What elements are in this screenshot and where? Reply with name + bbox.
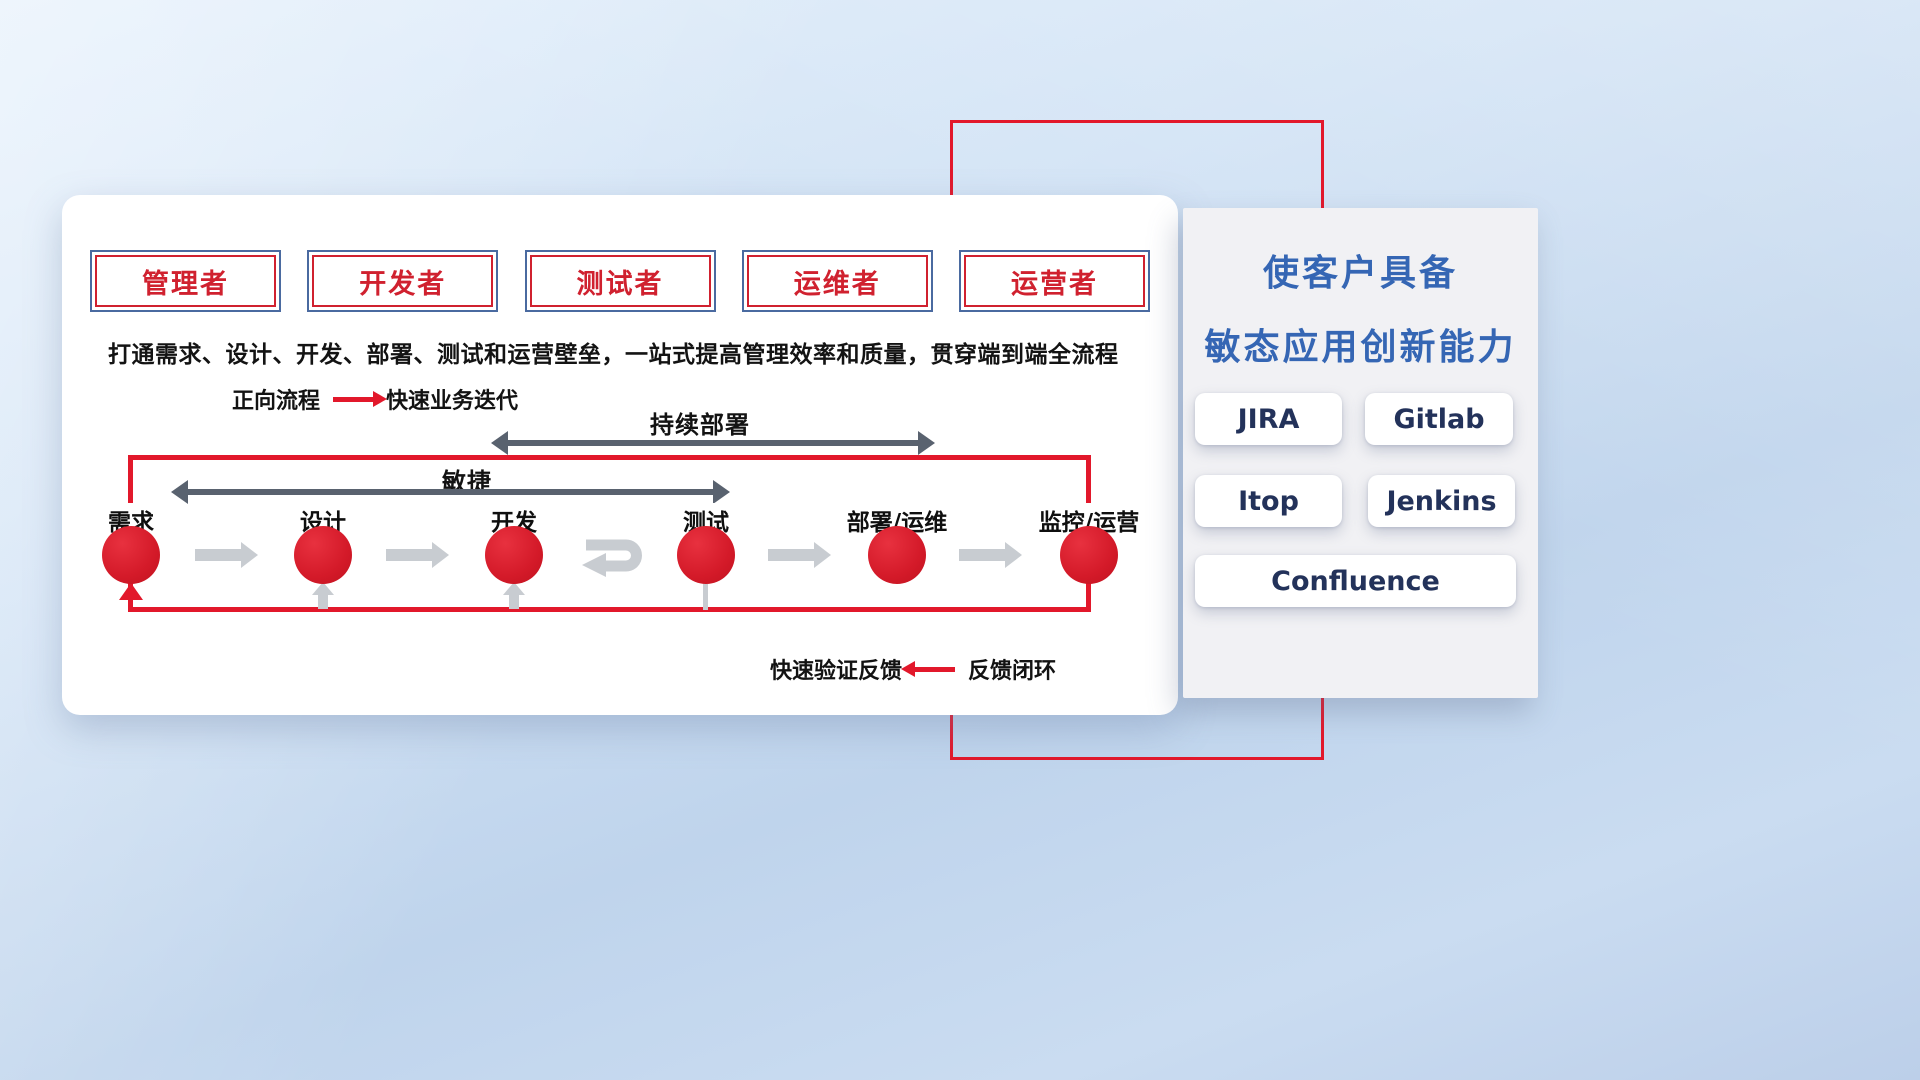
- capability-panel: 使客户具备 敏态应用创新能力 JIRA Gitlab Itop Jenkins …: [1183, 208, 1538, 698]
- roles-row: 管理者 开发者 测试者 运维者 运营者: [90, 250, 1150, 312]
- stage-arrow-icon: [195, 542, 258, 568]
- forward-legend: 正向流程 快速业务迭代: [232, 383, 518, 415]
- stage-dot-development: [485, 526, 543, 584]
- dev-test-loopback-arrow-icon: [574, 532, 654, 582]
- role-box-operator: 运营者: [959, 250, 1150, 312]
- feedback-up-arrow-icon: [503, 582, 525, 609]
- stage-arrow-icon: [768, 542, 831, 568]
- feedback-up-arrow-icon: [312, 582, 334, 609]
- role-box-manager: 管理者: [90, 250, 281, 312]
- process-description: 打通需求、设计、开发、部署、测试和运营壁垒，一站式提高管理效率和质量，贯穿端到端…: [108, 342, 1119, 368]
- role-box-tester: 测试者: [524, 250, 716, 312]
- process-card: 管理者 开发者 测试者 运维者 运营者 打通需求、设计、开发、部署、测试和运营壁…: [62, 195, 1178, 715]
- stage-dot-design: [294, 526, 352, 584]
- panel-title-line1: 使客户具备: [1262, 253, 1458, 294]
- stage-arrow-icon: [959, 542, 1022, 568]
- forward-legend-value: 快速业务迭代: [386, 389, 519, 414]
- tool-chip-gitlab: Gitlab: [1365, 393, 1513, 445]
- forward-legend-label: 正向流程: [232, 389, 321, 414]
- agile-span-arrow-icon: [171, 480, 730, 504]
- feedback-arrow-icon: [901, 660, 956, 677]
- tool-chip-jira: JIRA: [1195, 393, 1342, 445]
- stage-arrow-icon: [386, 542, 449, 568]
- testing-feedback-line: [703, 584, 708, 610]
- feedback-legend-value: 反馈闭环: [968, 659, 1057, 684]
- role-label: 运维者: [746, 255, 928, 307]
- loop-up-arrowhead-icon: [119, 583, 143, 600]
- feedback-legend: 快速验证反馈 反馈闭环: [770, 653, 1056, 685]
- role-label: 运营者: [964, 255, 1145, 307]
- tool-chip-jenkins: Jenkins: [1368, 475, 1515, 527]
- panel-title-line2: 敏态应用创新能力: [1204, 327, 1517, 368]
- stage-dot-monitor-oper: [1060, 526, 1118, 584]
- role-label: 管理者: [95, 255, 276, 307]
- role-label: 测试者: [529, 255, 711, 307]
- stage-dot-testing: [677, 526, 735, 584]
- stage-dot-requirements: [102, 526, 160, 584]
- cd-span-arrow-icon: [491, 431, 935, 455]
- forward-arrow-icon: [333, 390, 388, 407]
- role-label: 开发者: [312, 255, 494, 307]
- role-box-ops: 运维者: [741, 250, 933, 312]
- feedback-legend-label: 快速验证反馈: [770, 659, 903, 684]
- tool-chip-confluence: Confluence: [1195, 555, 1516, 607]
- tool-chip-itop: Itop: [1195, 475, 1342, 527]
- stage-dot-deploy-ops: [868, 526, 926, 584]
- cd-span-label: 持续部署: [650, 411, 750, 439]
- role-box-developer: 开发者: [307, 250, 499, 312]
